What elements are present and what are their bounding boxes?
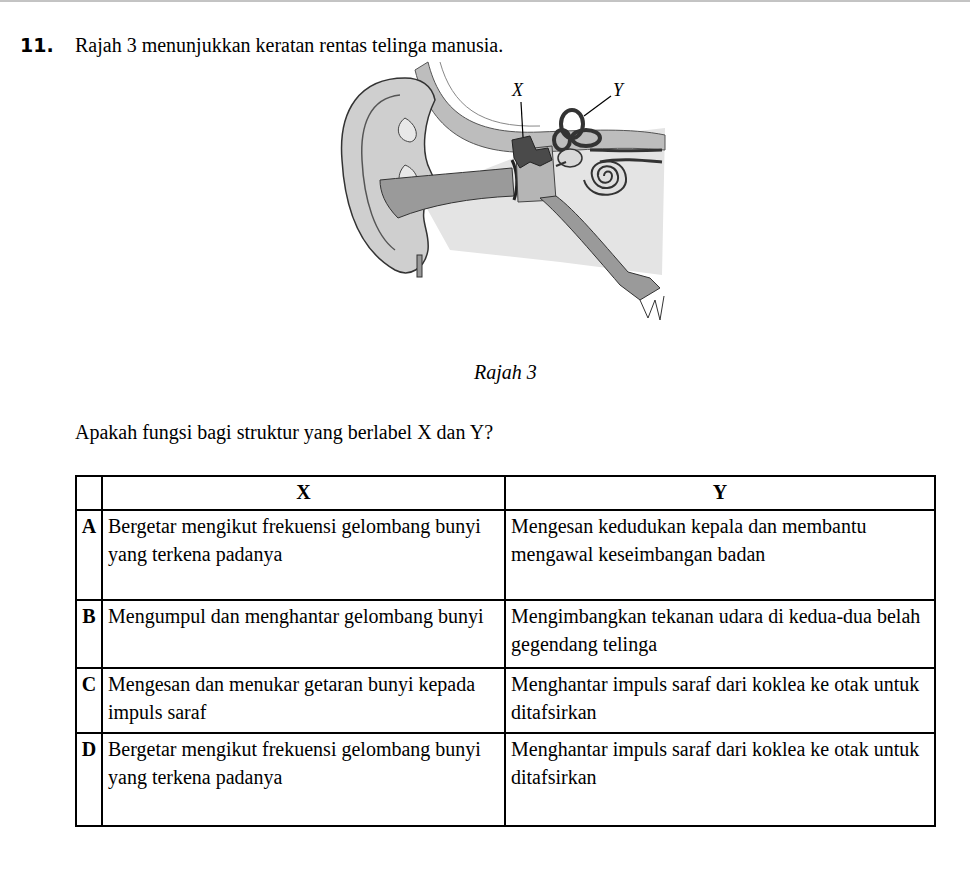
table-cell: X [102,476,505,510]
table-cell [76,476,102,510]
table-cell: D [76,733,102,826]
table-cell: Y [505,476,935,510]
table-cell: B [76,600,102,668]
helix-fold [362,95,400,250]
cochlea [584,161,626,195]
top-rule [0,1,970,2]
option-text: Mengumpul dan menghantar gelombang bunyi [108,605,483,627]
table-cell: Bergetar mengikut frekuensi gelombang bu… [102,510,505,600]
concha-fold [398,118,416,142]
question-number: 11. [20,33,54,57]
table-cell: Mengesan kedudukan kepala dan membantu m… [505,510,935,600]
temporal-bone [415,62,665,152]
figure-caption: Rajah 3 [474,360,537,384]
table-cell: A [76,510,102,600]
semicircular-canal [554,130,570,150]
auditory-nerve [600,160,662,162]
option-text: Menghantar impuls saraf dari koklea ke o… [511,673,919,723]
tube-opening [640,296,664,320]
table-cell: Mengesan dan menukar getaran bunyi kepad… [102,668,505,733]
eardrum [512,160,517,200]
option-letter: A [82,515,96,537]
bone-line [440,62,540,126]
table-cell: Mengimbangkan tekanan udara di kedua-dua… [505,600,935,668]
ear-canal [380,168,514,218]
table-cell: Menghantar impuls saraf dari koklea ke o… [505,733,935,826]
leader-line [521,102,523,137]
option-letter: C [82,673,96,695]
table-cell: Menghantar impuls saraf dari koklea ke o… [505,668,935,733]
question-text: Apakah fungsi bagi struktur yang berlabe… [75,420,493,444]
option-text: Mengimbangkan tekanan udara di kedua-dua… [511,605,920,655]
options-table: X Y A Bergetar mengikut frekuensi gelombang… [75,475,936,827]
table-cell: Bergetar mengikut frekuensi gelombang bu… [102,733,505,826]
option-text: Menghantar impuls saraf dari koklea ke o… [511,738,919,788]
option-letter: B [82,605,95,627]
option-text: Mengesan dan menukar getaran bunyi kepad… [108,673,475,723]
earlobe [417,255,422,277]
part-label: X [512,78,523,102]
column-header: Y [713,481,727,503]
question-stem: Rajah 3 menunjukkan keratan rentas telin… [75,33,503,57]
part-label: Y [613,78,623,102]
leader-line [584,96,611,116]
option-text: Bergetar mengikut frekuensi gelombang bu… [108,738,481,788]
semicircular-canal [572,130,600,146]
table-cell: C [76,668,102,733]
option-letter: D [82,738,96,760]
option-text: Mengesan kedudukan kepala dan membantu m… [511,515,866,565]
ossicles [512,136,552,168]
column-header: X [296,481,310,503]
eustachian-tube [540,196,660,300]
table-cell: Mengumpul dan menghantar gelombang bunyi [102,600,505,668]
auditory-nerve [590,149,662,153]
connector-line [556,162,566,166]
option-text: Bergetar mengikut frekuensi gelombang bu… [108,515,481,565]
